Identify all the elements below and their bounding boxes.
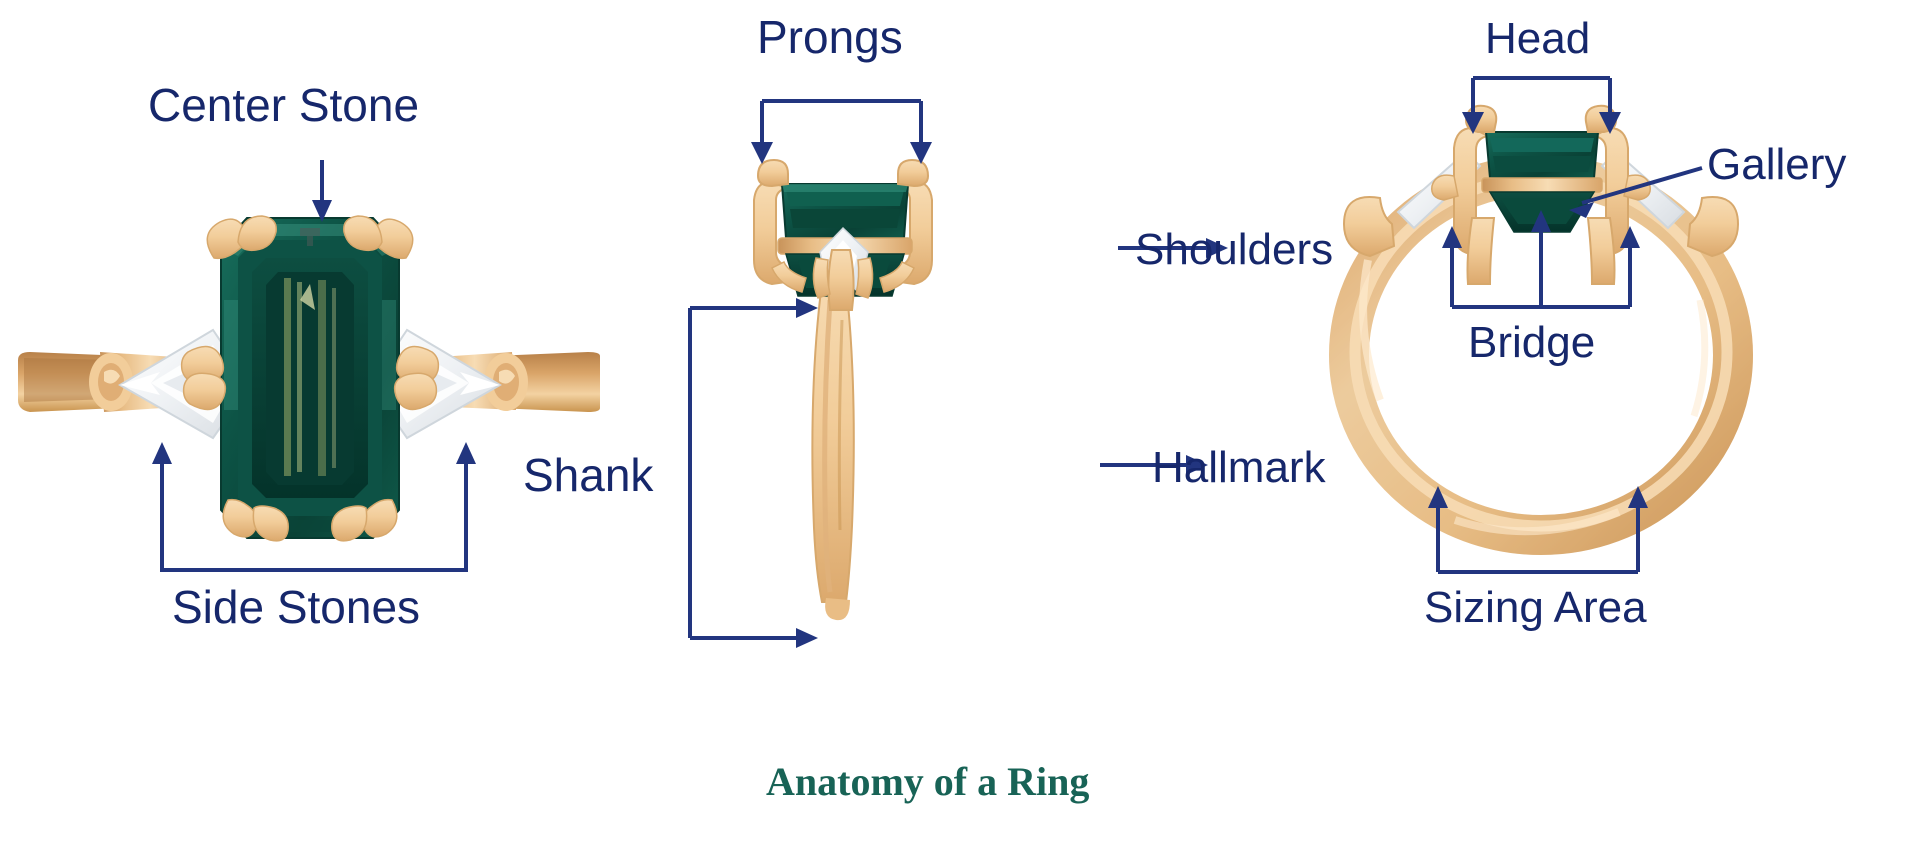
side-stones-arrowhead-right	[456, 442, 476, 464]
shank-bracket	[688, 306, 806, 640]
prongs-bracket	[760, 99, 923, 152]
profile-view-ring	[1329, 104, 1753, 555]
shank-arrowhead-bottom	[796, 628, 818, 648]
prongs-arrowhead-left	[751, 142, 773, 164]
bridge-arrowhead-right	[1620, 226, 1640, 248]
label-center-stone: Center Stone	[148, 79, 420, 131]
label-sizing-area: Sizing Area	[1424, 583, 1647, 632]
prongs-arrowhead-right	[910, 142, 932, 164]
sizing-area-arrowhead-left	[1428, 486, 1448, 508]
head-arrowhead-left	[1462, 112, 1484, 134]
sizing-area-arrowhead-right	[1628, 486, 1648, 508]
label-bridge: Bridge	[1468, 318, 1596, 367]
shoulders-arrowhead	[1206, 238, 1228, 258]
sizing-area-bracket	[1436, 496, 1640, 574]
bridge-arrowhead-center	[1531, 210, 1551, 232]
label-shoulders: Shoulders	[1135, 225, 1334, 274]
center-stone-arrowhead	[312, 200, 332, 222]
gallery-arrowhead	[1569, 202, 1594, 218]
bridge-arrowhead-left	[1442, 226, 1462, 248]
top-view-ring	[18, 215, 600, 542]
arrow-heads	[152, 112, 1648, 648]
hallmark-arrowhead	[1186, 455, 1208, 475]
label-gallery: Gallery	[1707, 140, 1847, 189]
bridge-bracket	[1450, 220, 1632, 309]
side-stones-arrowhead-left	[152, 442, 172, 464]
front-view-ring	[753, 158, 933, 621]
side-stones-bracket	[160, 452, 468, 572]
head-arrowhead-right	[1599, 112, 1621, 134]
shank-arrowhead-top	[796, 298, 818, 318]
label-hallmark: Hallmark	[1152, 443, 1326, 492]
label-shank: Shank	[523, 449, 654, 501]
label-side-stones: Side Stones	[172, 581, 421, 633]
label-head: Head	[1485, 14, 1591, 63]
gallery-leader	[1581, 166, 1703, 205]
label-prongs: Prongs	[757, 11, 903, 63]
diagram-title: Anatomy of a Ring	[766, 759, 1090, 804]
